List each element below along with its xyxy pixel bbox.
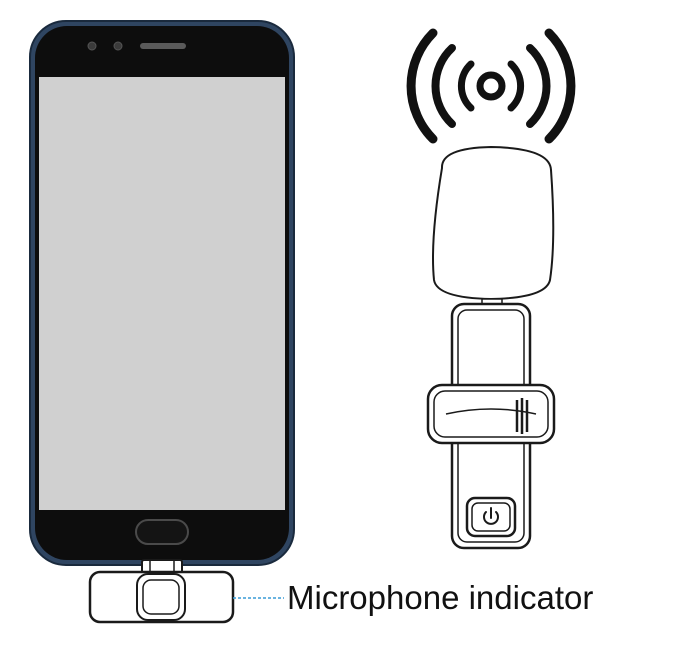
earpiece-speaker (140, 43, 186, 49)
microphone-indicator-light (136, 573, 186, 621)
smartphone (29, 20, 295, 566)
power-icon (483, 507, 499, 525)
front-camera (87, 41, 97, 51)
wireless-signal-icon (406, 28, 576, 144)
receiver-dongle (88, 559, 284, 624)
microphone-indicator-label: Microphone indicator (287, 579, 594, 616)
home-button (135, 519, 189, 545)
proximity-sensor (113, 41, 123, 51)
phone-screen (39, 77, 285, 510)
mic-windscreen (432, 145, 555, 301)
lavalier-transmitter (426, 145, 556, 550)
